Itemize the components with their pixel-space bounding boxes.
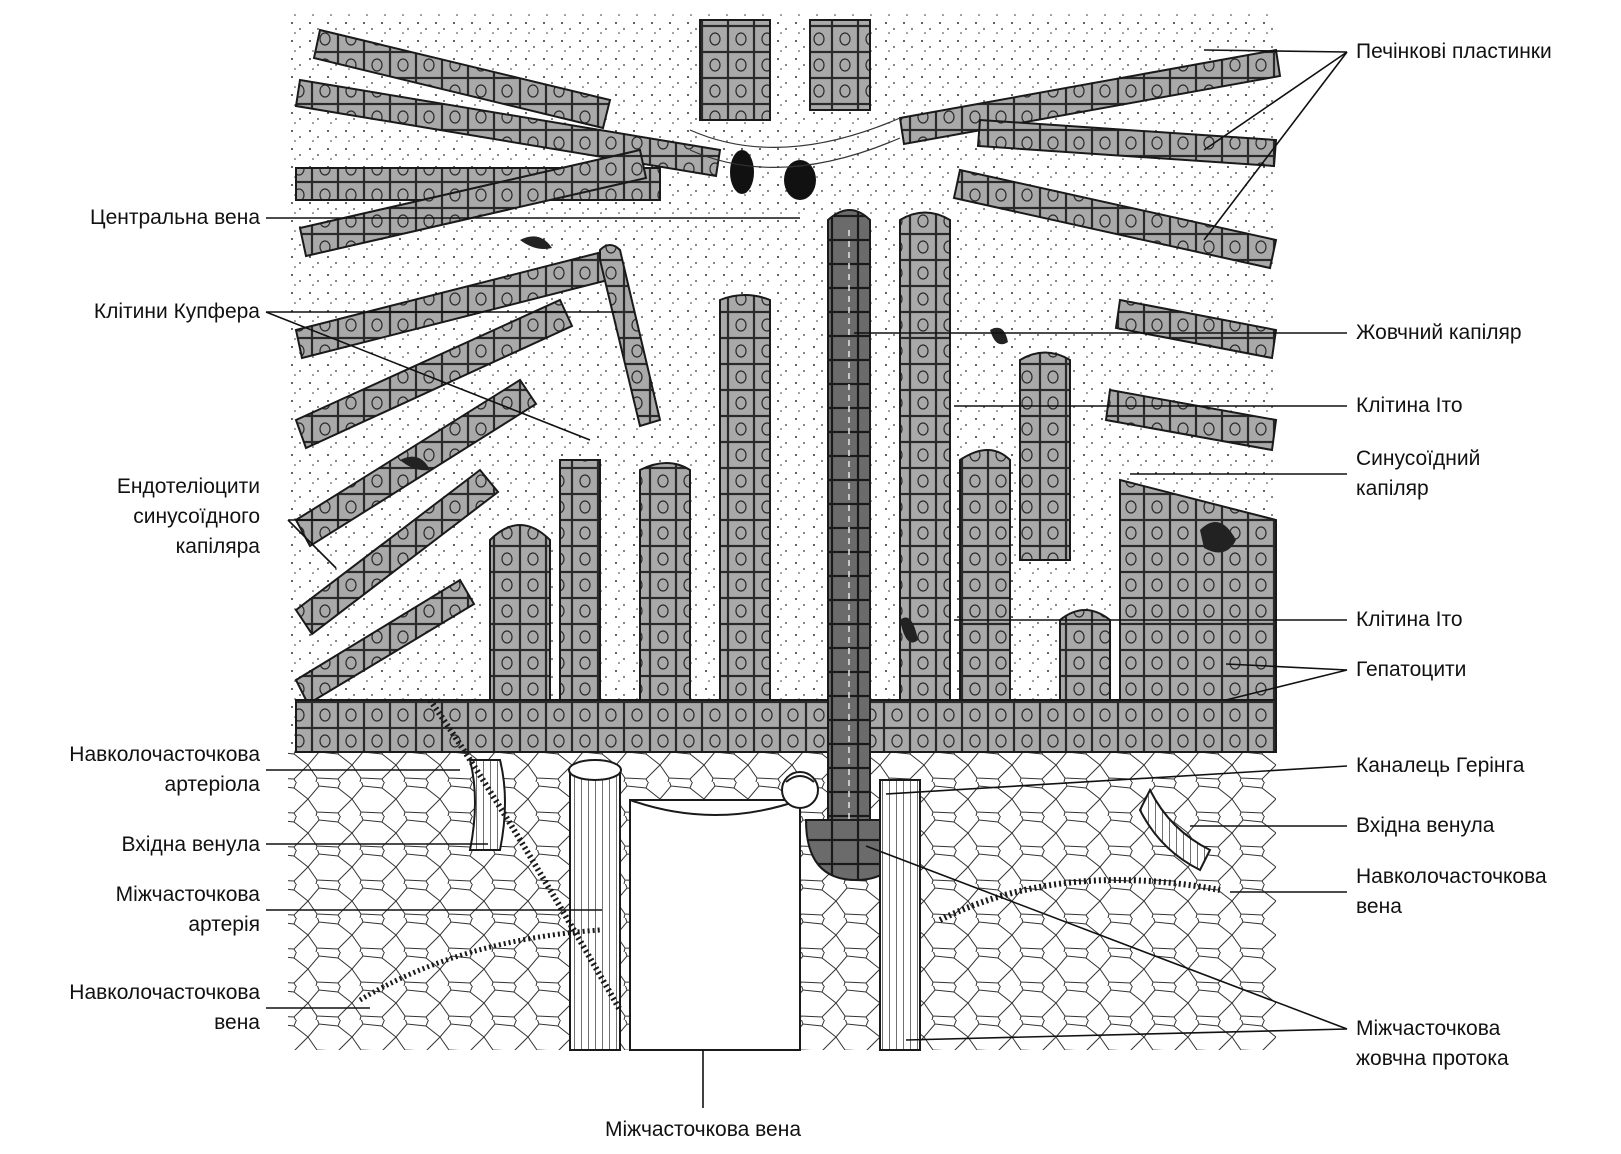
- label-ito-cell-1: Клітина Іто: [1356, 391, 1463, 421]
- label-central-vein: Центральна вена: [90, 203, 260, 233]
- label-inlet-venule-right: Вхідна венула: [1356, 811, 1494, 841]
- label-perilobular-vein-right: Навколочасточкова вена: [1356, 862, 1547, 922]
- label-inlet-venule-left: Вхідна венула: [122, 830, 260, 860]
- label-perilobular-vein-left: Навколочасточкова вена: [69, 978, 260, 1038]
- label-kupffer-cells: Клітини Купфера: [94, 297, 260, 327]
- label-perilobular-arteriole: Навколочасточкова артеріола: [69, 740, 260, 800]
- label-interlobular-vein: Міжчасточкова вена: [553, 1115, 853, 1145]
- label-ito-cell-2: Клітина Іто: [1356, 605, 1463, 635]
- label-hepatocytes: Гепатоцити: [1356, 655, 1466, 685]
- label-interlobular-artery: Міжчасточкова артерія: [116, 880, 260, 940]
- label-sinusoid: Синусоїдний капіляр: [1356, 444, 1480, 504]
- label-interlobular-bile-duct: Міжчасточкова жовчна протока: [1356, 1014, 1509, 1074]
- label-hering-canal: Каналець Герінга: [1356, 751, 1524, 781]
- label-endothelium: Ендотеліоцити синусоїдного капіляра: [117, 472, 260, 562]
- label-hepatic-plates: Печінкові пластинки: [1356, 37, 1552, 67]
- label-bile-canaliculus: Жовчний капіляр: [1356, 318, 1522, 348]
